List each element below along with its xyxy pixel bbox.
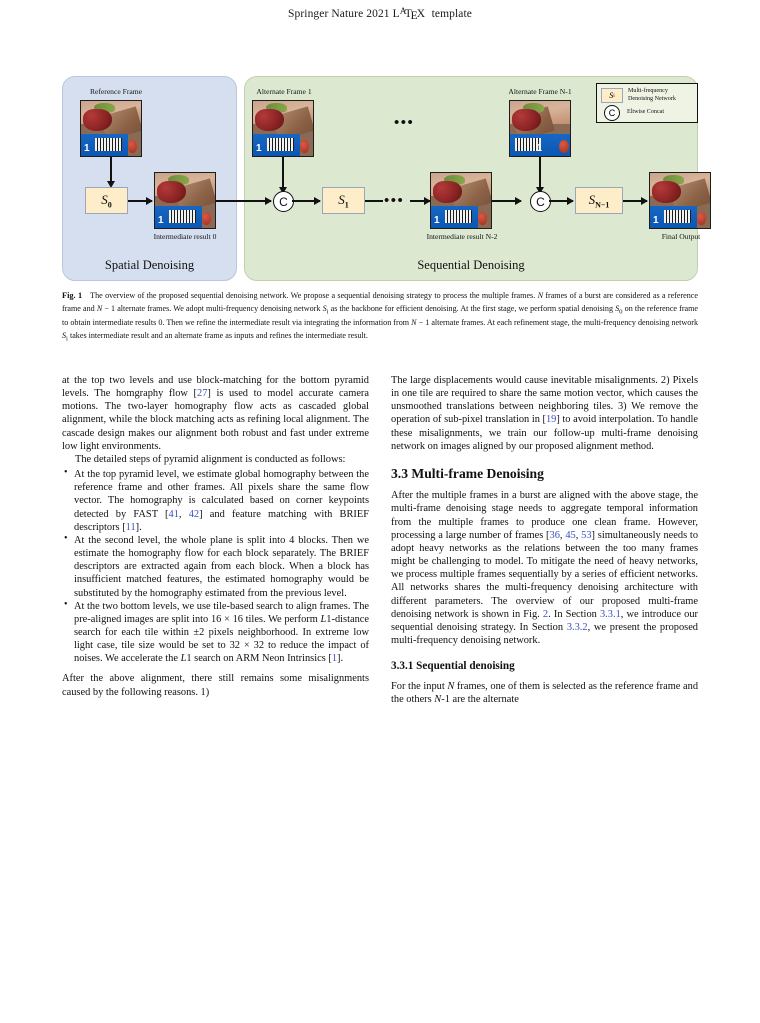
legend-concat-icon: C <box>604 105 620 121</box>
arrow-alt1-to-concat1 <box>279 157 286 194</box>
node-concat-1: C <box>273 191 294 212</box>
citation-45[interactable]: 45 <box>565 529 576 541</box>
arrow-concat2-to-sn <box>549 197 574 204</box>
latex-logo: LATEX <box>392 7 426 23</box>
arrow-dots-to-interN2 <box>410 197 431 204</box>
node-concat-2: C <box>530 191 551 212</box>
arrow-sn-to-output <box>623 197 648 204</box>
arrow-inter0-to-concat1 <box>216 197 272 204</box>
node-s0: S0 <box>85 187 128 214</box>
list-item: At the second level, the whole plane is … <box>62 533 369 600</box>
thumb-digit: 1 <box>256 143 262 155</box>
ellipsis-frames: ••• <box>394 115 415 131</box>
paragraph-detailed-steps: The detailed steps of pyramid alignment … <box>75 453 346 465</box>
panel-sequential-title: Sequential Denoising <box>417 258 525 272</box>
paragraph-alignment-continued: at the top two levels and use block-matc… <box>62 375 370 452</box>
pyramid-steps-list: At the top pyramid level, we estimate gl… <box>62 467 369 666</box>
list-item: At the two bottom levels, we use tile-ba… <box>62 599 369 666</box>
arrow-altN1-to-concat2 <box>536 157 543 194</box>
citation-36[interactable]: 36 <box>549 529 560 541</box>
citation-53[interactable]: 53 <box>581 529 592 541</box>
thumb-alternate-frame-1: 1 <box>252 100 314 157</box>
thumb-alternate-frame-n1: 1 <box>509 100 571 157</box>
thumb-digit: 1 <box>536 143 542 155</box>
label-reference-frame: Reference Frame <box>89 87 143 96</box>
paragraph-multiframe-denoising: After the multiple frames in a burst are… <box>391 490 699 646</box>
section-heading-3-3: 3.3 Multi-frame Denoising <box>391 465 544 481</box>
citation-42[interactable]: 42 <box>188 508 200 520</box>
citation-11[interactable]: 11 <box>125 521 136 533</box>
label-intermediate-n2: Intermediate result N-2 <box>426 232 498 241</box>
thumb-digit: 1 <box>653 215 659 227</box>
citation-27[interactable]: 27 <box>197 388 208 400</box>
line-s1-to-dots <box>365 200 383 202</box>
thumb-reference-frame: 1 <box>80 100 142 157</box>
citation-19[interactable]: 19 <box>545 414 557 426</box>
thumb-intermediate-n2: 1 <box>430 172 492 229</box>
node-s1: S1 <box>322 187 365 214</box>
arrow-interN2-to-concat2 <box>492 197 522 204</box>
thumb-final-output: 1 <box>649 172 711 229</box>
figure-1-diagram: Spatial Denoising Sequential Denoising R… <box>62 76 711 281</box>
section-ref-3-3-1[interactable]: 3.3.1 <box>599 608 621 620</box>
figure-number: Fig. 1 <box>62 291 83 300</box>
panel-spatial-title: Spatial Denoising <box>104 258 195 272</box>
arrow-concat1-to-s1 <box>292 197 321 204</box>
label-alternate-frame-1: Alternate Frame 1 <box>256 87 312 96</box>
legend-row-concat: C Eltwise Concat <box>601 105 693 121</box>
arrow-s0-to-inter0 <box>128 197 153 204</box>
citation-1[interactable]: 1 <box>331 653 338 665</box>
thumb-digit: 1 <box>84 143 90 155</box>
label-intermediate-0: Intermediate result 0 <box>153 232 217 241</box>
paragraph-misalignment: After the above alignment, there still r… <box>62 673 369 698</box>
paragraph-sequential-denoising: For the input N frames, one of them is s… <box>391 680 699 705</box>
thumb-digit: 1 <box>158 215 164 227</box>
label-final-output: Final Output <box>661 232 701 241</box>
body-column-right: The large displacements would cause inev… <box>391 374 698 706</box>
running-header: Springer Nature 2021 LATEX template <box>0 7 760 23</box>
paragraph-misalignment-reasons: The large displacements would cause inev… <box>391 375 698 452</box>
figure-ref-2[interactable]: 2 <box>542 608 549 620</box>
section-ref-3-3-2[interactable]: 3.3.2 <box>566 621 588 633</box>
legend-concat-label: Eltwise Concat <box>627 109 665 116</box>
label-alternate-frame-n1: Alternate Frame N-1 <box>508 87 572 96</box>
list-item: At the top pyramid level, we estimate gl… <box>62 467 369 534</box>
section-heading-3-3-1: 3.3.1 Sequential denoising <box>391 660 515 673</box>
arrow-ref-to-s0 <box>107 157 114 188</box>
citation-41[interactable]: 41 <box>168 508 179 520</box>
node-s-n-1: SN−1 <box>575 187 623 214</box>
thumb-digit: 1 <box>434 215 440 227</box>
header-suffix: template <box>428 8 472 20</box>
legend-network-label: Multi-frequency Denoising Network <box>628 88 676 102</box>
header-prefix: Springer Nature 2021 <box>288 8 393 20</box>
ellipsis-flow: ••• <box>384 193 405 209</box>
body-column-left: at the top two levels and use block-matc… <box>62 374 369 699</box>
thumb-intermediate-0: 1 <box>154 172 216 229</box>
